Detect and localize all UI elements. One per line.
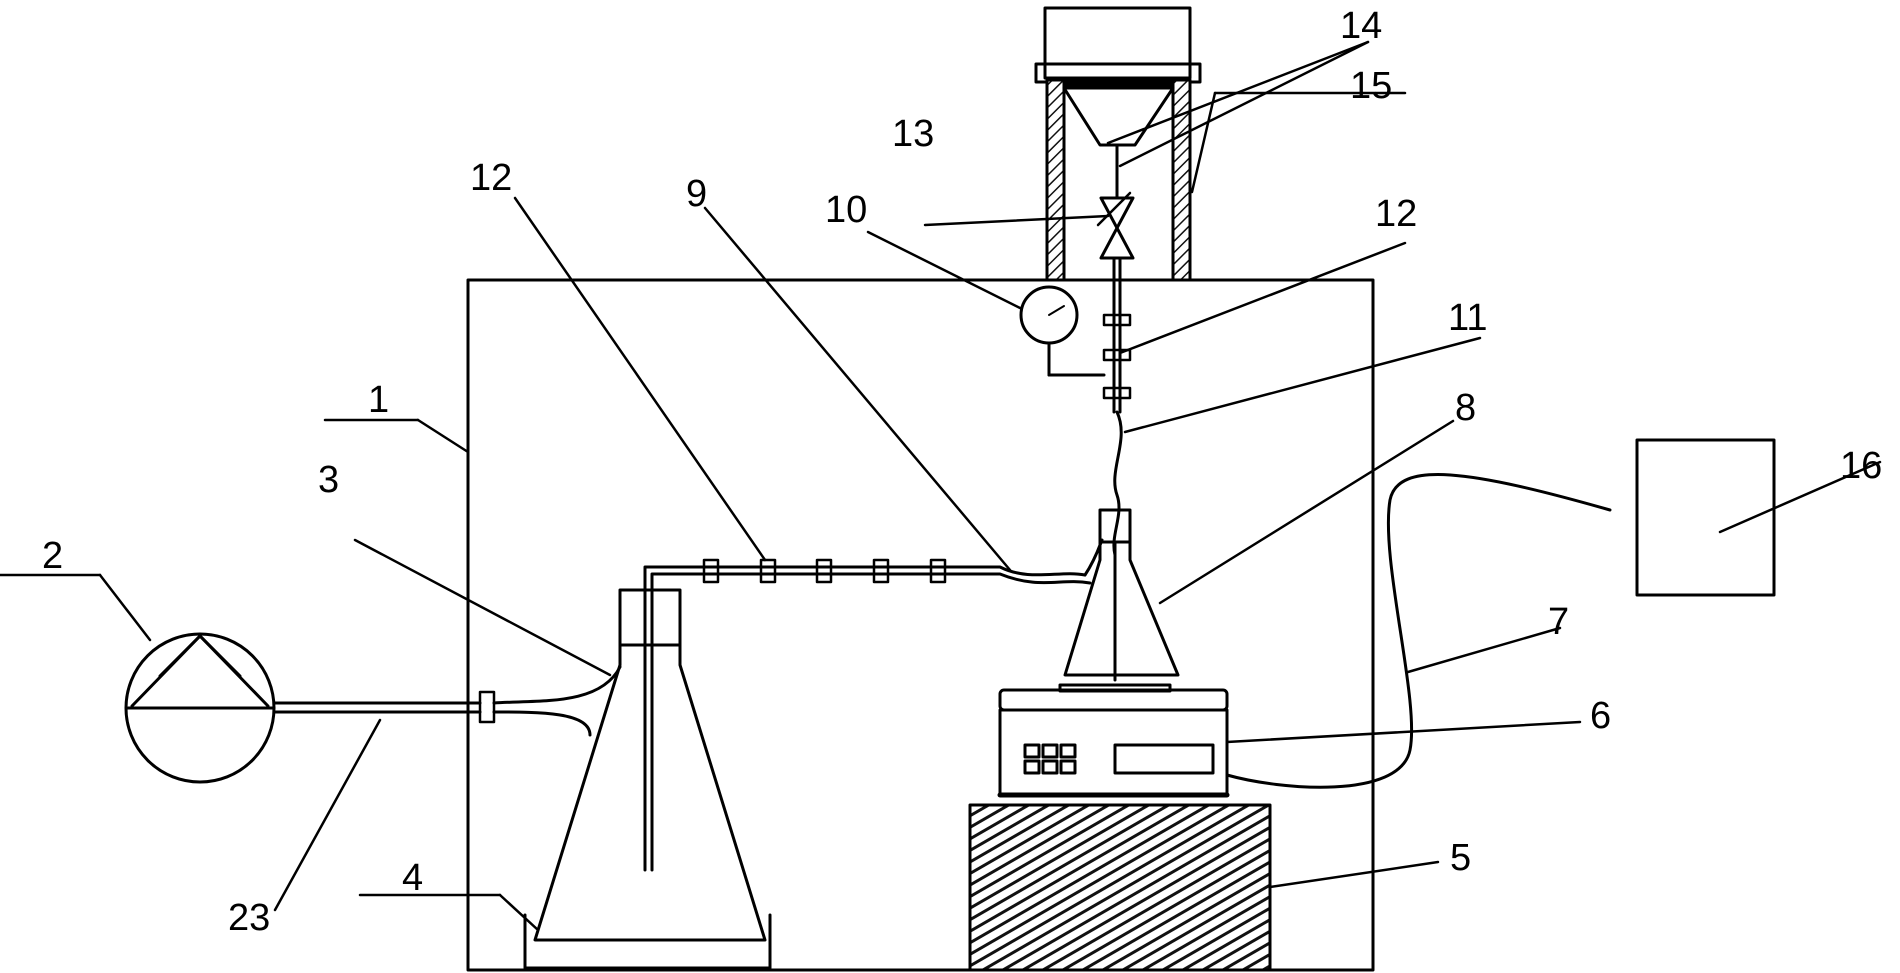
label-6: 6 [1590,695,1611,737]
funnel [1062,86,1175,147]
label-14: 14 [1340,5,1382,47]
magnetic-stirrer [997,683,1230,798]
label-9: 9 [686,173,707,215]
pump [124,632,276,784]
controller-box-16 [1635,438,1776,597]
tray [523,913,772,970]
base-block [968,803,1272,972]
reaction-flask [1063,508,1180,682]
label-2: 2 [42,535,63,577]
label-7: 7 [1548,601,1569,643]
label-8: 8 [1455,387,1476,429]
top-column [1034,6,1202,282]
label-11: 11 [1448,297,1487,339]
connecting-tube-9 [643,538,1104,585]
label-16: 16 [1840,445,1882,487]
label-13: 13 [892,113,934,155]
label-3: 3 [318,459,339,501]
cable-7 [1225,473,1612,789]
left-flask [533,578,767,942]
label-12-left: 12 [470,157,512,199]
flexible-tube-11 [1112,410,1123,557]
pressure-gauge [1019,285,1106,377]
label-23: 23 [228,897,270,939]
label-4: 4 [402,857,423,899]
valve [1099,196,1135,260]
label-1: 1 [368,379,389,421]
vertical-pipe-clamps [1102,313,1132,400]
label-12-right: 12 [1375,193,1417,235]
pump-line-23 [272,665,622,737]
label-10: 10 [825,189,867,231]
label-15: 15 [1350,65,1392,107]
enclosure-box [466,278,1375,972]
label-5: 5 [1450,837,1471,879]
